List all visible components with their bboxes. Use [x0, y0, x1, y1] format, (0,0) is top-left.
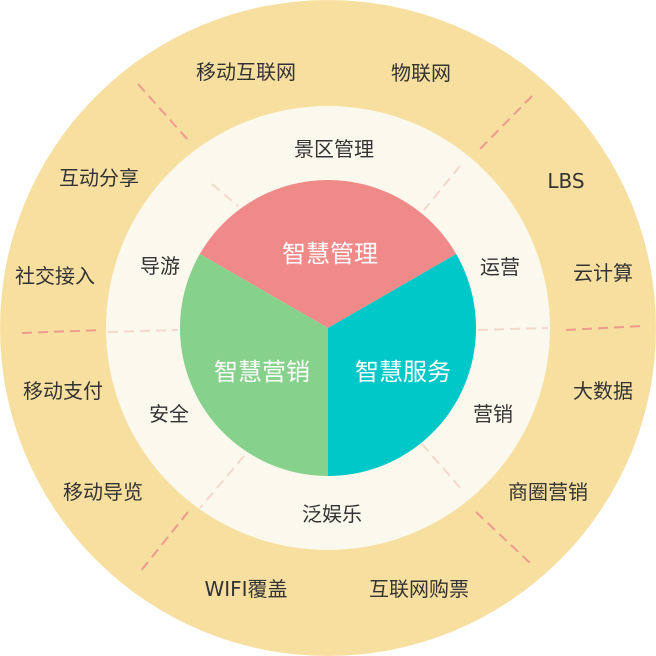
middle-divider-top-left — [211, 183, 239, 207]
core-sector-right — [328, 254, 476, 476]
middle-divider-left — [107, 329, 179, 333]
outer-label-upper-right-1: LBS — [547, 169, 584, 193]
outer-label-top-right: 物联网 — [391, 61, 451, 85]
outer-divider-left — [21, 329, 103, 334]
middle-label-upper-right: 运营 — [480, 255, 520, 279]
outer-divider-top-left — [137, 83, 189, 141]
outer-label-lower-right-1: 大数据 — [573, 379, 633, 403]
outer-label-lower-left-1: 移动支付 — [23, 379, 103, 403]
outer-label-upper-left-1: 互动分享 — [59, 166, 139, 190]
outer-label-top-left: 移动互联网 — [196, 60, 296, 84]
outer-label-lower-right-2: 商圈营销 — [508, 480, 588, 504]
outer-divider-top-right — [475, 95, 533, 154]
middle-label-lower-right: 营销 — [473, 402, 513, 426]
core-label-left: 智慧营销 — [214, 358, 310, 386]
middle-divider-bottom-right — [421, 443, 463, 491]
core-label-top: 智慧管理 — [282, 240, 378, 268]
outer-label-upper-right-2: 云计算 — [573, 261, 633, 285]
outer-divider-right — [565, 325, 643, 331]
outer-label-bottom-left: WIFI覆盖 — [204, 577, 287, 601]
middle-label-top: 景区管理 — [294, 137, 374, 161]
middle-divider-right — [477, 327, 549, 331]
middle-label-bottom: 泛娱乐 — [302, 502, 362, 526]
outer-divider-bottom-right — [475, 511, 531, 564]
outer-divider-bottom-left — [139, 511, 189, 573]
core-sector-top — [199, 180, 457, 328]
middle-label-lower-left: 安全 — [149, 402, 189, 426]
core-label-right: 智慧服务 — [355, 358, 451, 386]
middle-label-upper-left: 导游 — [140, 254, 180, 278]
outer-label-upper-left-2: 社交接入 — [15, 264, 95, 288]
middle-divider-bottom-left — [199, 455, 245, 509]
core-sector-left — [180, 254, 328, 476]
middle-divider-top-right — [423, 165, 461, 211]
outer-label-lower-left-2: 移动导览 — [63, 480, 143, 504]
outer-label-bottom-right: 互联网购票 — [369, 577, 469, 601]
